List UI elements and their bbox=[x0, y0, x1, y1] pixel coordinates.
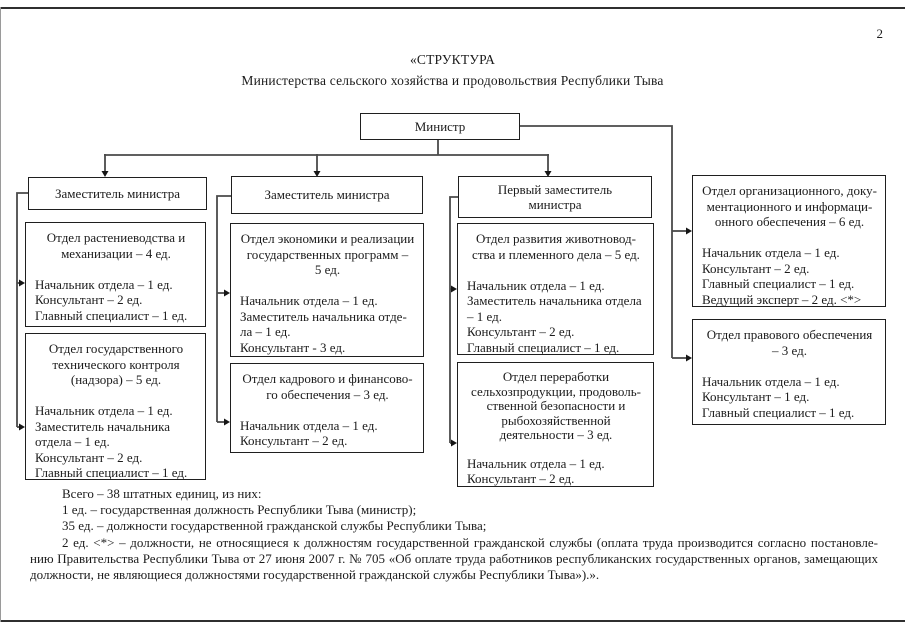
dept-title: Отдел растениеводства и механизации – 4 … bbox=[46, 230, 186, 261]
org-box-deputy-minister-1: Заместитель министра bbox=[28, 177, 207, 210]
note-line-other-posts-2: нию Правительства Республики Тыва от 27 … bbox=[30, 550, 878, 566]
page-bottom-rule bbox=[0, 620, 905, 622]
dept-title: Отдел кадрового и финансово- го обеспече… bbox=[242, 371, 413, 402]
dept-staff-list: Начальник отдела – 1 ед. Консультант – 2… bbox=[35, 276, 188, 323]
page-top-rule bbox=[0, 7, 905, 9]
dept-title: Отдел переработки сельхозпродукции, прод… bbox=[471, 369, 641, 442]
arrowheads bbox=[19, 171, 692, 447]
dept-staff-list: Начальник отдела – 1 ед. Консультант – 1… bbox=[702, 373, 855, 420]
note-line-total: Всего – 38 штатных единиц, из них: bbox=[62, 486, 262, 501]
org-box-dept-legal-support: Отдел правового обеспечения – 3 ед. Нача… bbox=[692, 319, 886, 425]
org-box-dept-organizational-support: Отдел организационного, доку- ментационн… bbox=[692, 175, 886, 307]
dept-staff-list: Начальник отдела – 1 ед. Консультант – 2… bbox=[240, 417, 378, 449]
dept-staff-list: Начальник отдела – 1 ед. Заместитель нач… bbox=[35, 403, 188, 480]
org-box-deputy-minister-2: Заместитель министра bbox=[231, 176, 423, 214]
org-box-dept-economics-programs: Отдел экономики и реализации государстве… bbox=[230, 223, 424, 357]
note-line-other-posts-3: должности, не являющиеся должностями гос… bbox=[30, 566, 600, 582]
dept-title: Отдел развития животновод- ства и племен… bbox=[472, 231, 640, 262]
note-line-state-post: 1 ед. – государственная должность Респуб… bbox=[62, 502, 417, 518]
dept-title: Отдел правового обеспечения – 3 ед. bbox=[706, 327, 873, 358]
org-box-dept-hr-finance: Отдел кадрового и финансово- го обеспече… bbox=[230, 363, 424, 453]
document-title-line1: «СТРУКТУРА bbox=[409, 52, 496, 67]
org-box-dept-processing-food-security: Отдел переработки сельхозпродукции, прод… bbox=[457, 362, 654, 487]
org-box-dept-technical-control: Отдел государственного технического конт… bbox=[25, 333, 206, 480]
org-box-minister: Министр bbox=[360, 113, 520, 140]
dept-title: Отдел государственного технического конт… bbox=[48, 341, 184, 387]
document-title-line2: Министерства сельского хозяйства и продо… bbox=[241, 73, 664, 88]
dept-staff-list: Начальник отдела – 1 ед. Заместитель нач… bbox=[240, 293, 407, 355]
dept-title: Отдел организационного, доку- ментационн… bbox=[702, 183, 877, 229]
note-line-civil-service: 35 ед. – должности государственной гражд… bbox=[62, 518, 487, 534]
dept-staff-list: Начальник отдела – 1 ед. Консультант – 2… bbox=[467, 456, 605, 486]
note-line-other-posts-1: 2 ед. <*> – должности, не относящиеся к … bbox=[62, 534, 878, 550]
dept-staff-list: Начальник отдела – 1 ед. Заместитель нач… bbox=[467, 277, 642, 355]
dept-title: Отдел экономики и реализации государстве… bbox=[240, 231, 415, 277]
org-box-dept-crop-mechanization: Отдел растениеводства и механизации – 4 … bbox=[25, 222, 206, 327]
dept-staff-list: Начальник отдела – 1 ед. Консультант – 2… bbox=[702, 245, 862, 307]
org-box-first-deputy-minister: Первый заместитель министра bbox=[458, 176, 652, 218]
page-left-rule bbox=[0, 7, 1, 622]
footnotes-block: Всего – 38 штатных единиц, из них: 1 ед.… bbox=[30, 486, 878, 583]
org-box-dept-livestock-breeding: Отдел развития животновод- ства и племен… bbox=[457, 223, 654, 355]
page-number: 2 bbox=[876, 26, 884, 41]
